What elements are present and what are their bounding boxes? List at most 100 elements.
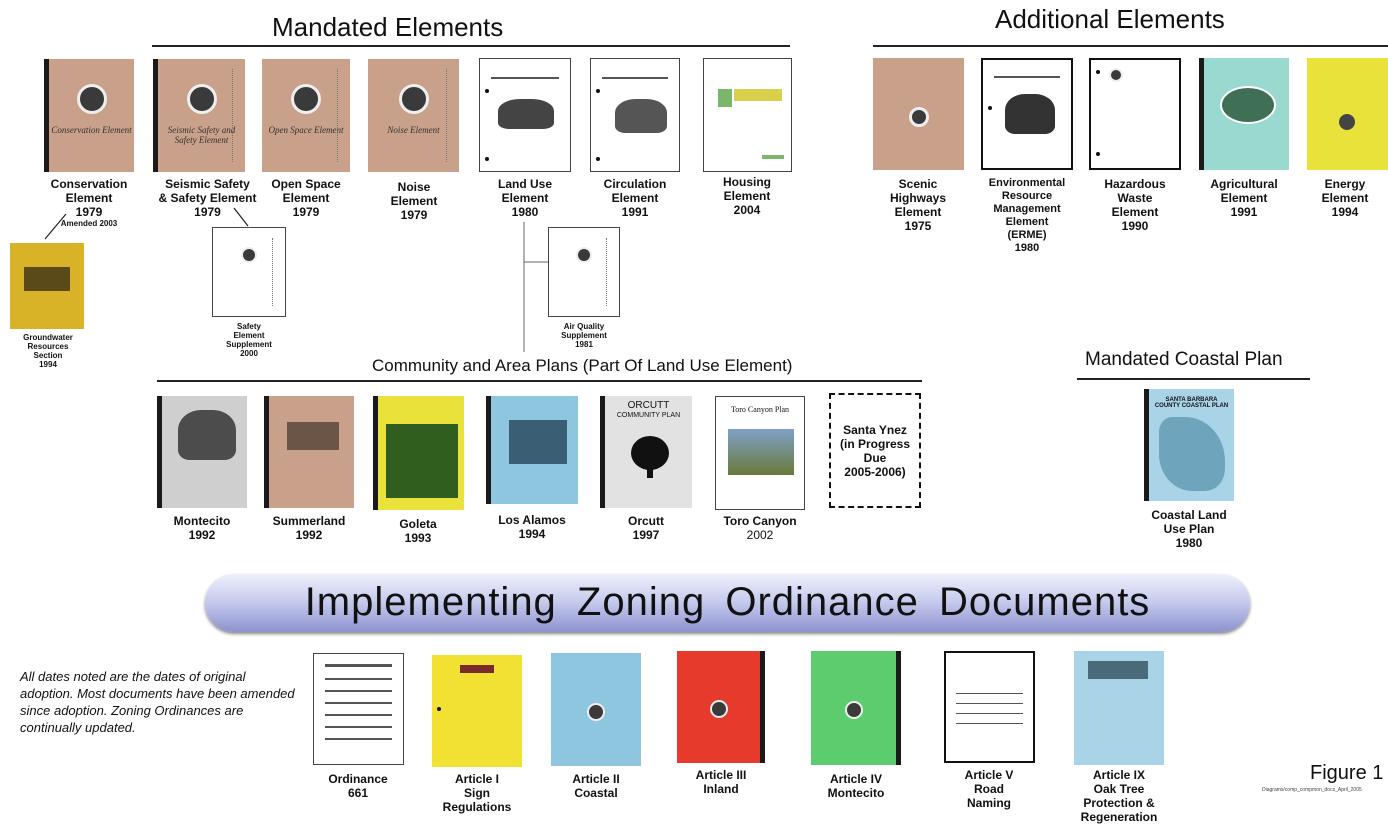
community-rule (157, 380, 922, 382)
noise-cover: Noise Element (368, 59, 459, 172)
summerland-cover (264, 396, 354, 508)
coastal-plan-heading: Mandated Coastal Plan (1085, 349, 1283, 370)
figure-label: Figure 1 (1310, 762, 1384, 784)
agricultural-cover (1199, 58, 1289, 170)
hazardous-waste-cover (1089, 58, 1181, 170)
coastal-rule (1077, 378, 1310, 380)
amended-note: Amended 2003 (60, 219, 118, 228)
spine-text (232, 69, 239, 162)
cover-subtitle: COMMUNITY PLAN (616, 412, 681, 419)
zoning-banner-title: Implementing Zoning Ordinance Documents (304, 580, 1151, 624)
county-seal-icon (1109, 68, 1123, 82)
zoning-banner: Implementing Zoning Ordinance Documents (205, 574, 1250, 632)
orcutt-cover: ORCUTT COMMUNITY PLAN (600, 396, 692, 508)
article-5-cover (944, 651, 1035, 763)
safety-supplement-cover (212, 227, 286, 317)
tree-illustration (498, 99, 554, 129)
spine-text (446, 69, 453, 162)
county-seal-icon (76, 83, 107, 114)
cover-title: Toro Canyon Plan (730, 405, 790, 414)
additional-rule (873, 45, 1388, 47)
dates-footnote: All dates noted are the dates of origina… (20, 669, 295, 735)
montecito-cover (157, 396, 247, 508)
county-seal-icon (398, 83, 429, 114)
circulation-cover (590, 58, 680, 172)
cover-title: Open Space Element (268, 124, 344, 135)
open-space-cover: Open Space Element (262, 59, 350, 172)
cover-title: ORCUTT (627, 400, 670, 411)
tree-illustration (178, 410, 236, 460)
county-seal-icon (241, 247, 257, 264)
article-4-cover (811, 651, 901, 765)
cover-title: SANTA BARBARA COUNTY COASTAL PLAN (1154, 397, 1229, 409)
tree-icon (631, 436, 669, 470)
building-illustration (1088, 661, 1148, 679)
spine-text (337, 69, 344, 162)
county-seal-icon (844, 701, 863, 720)
cover-title: Seismic Safety and Safety Element (167, 124, 236, 145)
county-seal-icon (186, 83, 217, 114)
conservation-cover: Conservation Element (44, 59, 134, 172)
ordinance-661-cover (313, 653, 404, 765)
community-plans-heading: Community and Area Plans (Part Of Land U… (372, 356, 793, 375)
groundwater-cover (10, 243, 84, 329)
figure-filename: Diagrams/comp_compmon_docs_April_2005 (1262, 787, 1362, 793)
county-seal-icon (908, 107, 929, 128)
seismic-cover: Seismic Safety and Safety Element (153, 59, 245, 172)
article-1-cover (432, 655, 522, 767)
santa-ynez-placeholder (829, 393, 921, 508)
scenic-highways-cover (873, 58, 964, 170)
cover-title: Noise Element (387, 124, 440, 135)
article-3-cover (677, 651, 765, 763)
tree-illustration (1005, 94, 1055, 134)
county-seal-icon (587, 702, 605, 721)
cover-title: Conservation Element (51, 124, 132, 135)
mandated-rule (152, 45, 790, 47)
county-seal-icon (576, 247, 592, 264)
map-illustration (1159, 417, 1225, 491)
goleta-cover (373, 396, 464, 510)
land-use-cover (479, 58, 571, 172)
additional-elements-heading: Additional Elements (995, 4, 1225, 34)
coastal-plan-cover: SANTA BARBARA COUNTY COASTAL PLAN (1144, 389, 1234, 501)
los-alamos-cover (486, 396, 578, 504)
air-quality-cover (548, 227, 620, 317)
article-9-cover (1074, 651, 1164, 765)
energy-cover (1307, 58, 1388, 170)
toro-canyon-cover: Toro Canyon Plan (715, 396, 805, 510)
county-seal-icon (709, 700, 728, 719)
housing-cover (703, 58, 792, 172)
tree-illustration (615, 99, 667, 133)
sun-icon (1339, 114, 1355, 130)
erme-cover (981, 58, 1073, 170)
mandated-elements-heading: Mandated Elements (272, 12, 504, 42)
county-seal-icon (291, 83, 321, 114)
